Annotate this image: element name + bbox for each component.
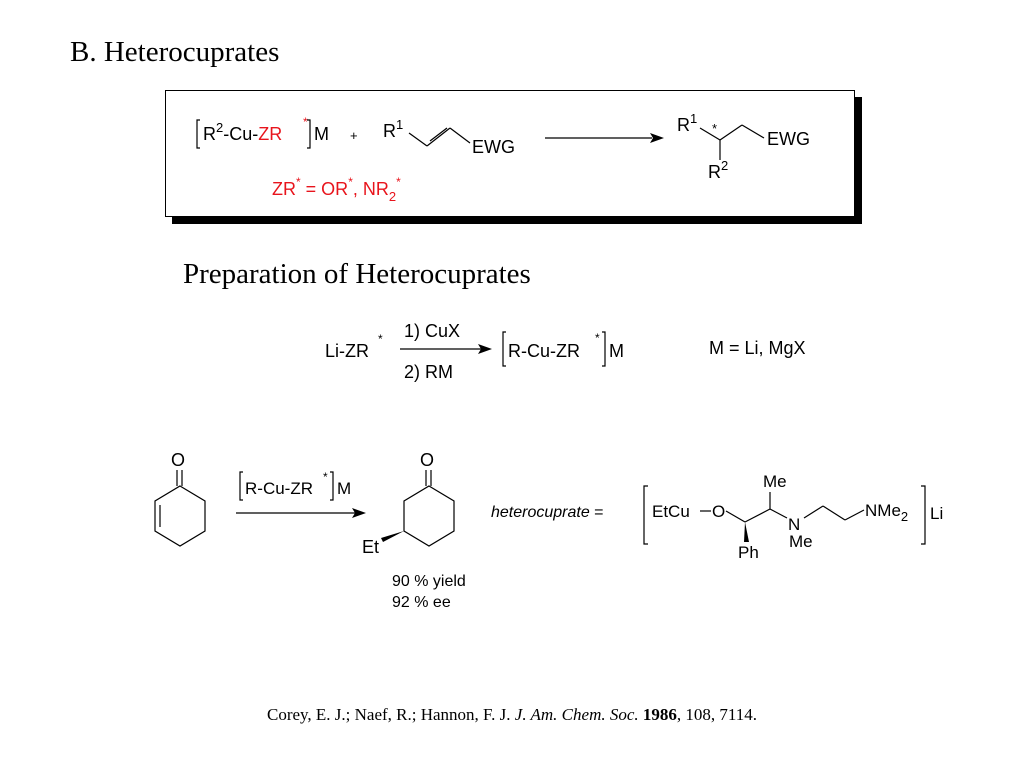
citation-journal: J. Am. Chem. Soc.	[514, 705, 639, 724]
svg-text:1) CuX: 1) CuX	[404, 321, 460, 341]
svg-text:M: M	[314, 124, 329, 144]
svg-text:*: *	[378, 332, 383, 346]
svg-text:Li: Li	[930, 504, 943, 523]
citation-year: 1986	[642, 705, 677, 724]
svg-text:EtCu: EtCu	[652, 502, 690, 521]
svg-text:Et: Et	[362, 537, 379, 557]
svg-text:Ph: Ph	[738, 543, 759, 562]
svg-text:*: *	[323, 470, 328, 484]
svg-text:R-Cu-ZR: R-Cu-ZR	[508, 341, 580, 361]
svg-text:*: *	[595, 331, 600, 345]
svg-text:*: *	[712, 121, 717, 136]
scheme1-reagent: R2-Cu-ZR * M	[196, 115, 329, 149]
svg-text:2) RM: 2) RM	[404, 362, 453, 382]
svg-text:Me: Me	[789, 532, 813, 551]
plus-sign: +	[350, 128, 358, 143]
svg-text:R2: R2	[708, 158, 728, 182]
svg-text:M: M	[609, 341, 624, 361]
svg-text:O: O	[420, 450, 434, 470]
citation-authors: Corey, E. J.; Naef, R.; Hannon, F. J.	[266, 705, 515, 724]
page-title: B. Heterocuprates	[70, 36, 280, 68]
svg-text:Me: Me	[763, 472, 787, 491]
citation-volume-pages: , 108, 7114.	[676, 705, 758, 724]
svg-text:M = Li, MgX: M = Li, MgX	[709, 338, 806, 358]
svg-text:N: N	[788, 515, 800, 534]
scheme2: Li-ZR * 1) CuX 2) RM R-Cu-ZR * M M = Li,…	[325, 321, 806, 382]
svg-text:EWG: EWG	[767, 129, 810, 149]
svg-text:R1: R1	[383, 117, 403, 141]
svg-text:NMe2: NMe2	[865, 501, 908, 524]
citation: Corey, E. J.; Naef, R.; Hannon, F. J. J.…	[0, 705, 1024, 725]
svg-text:R2-Cu-ZR: R2-Cu-ZR	[203, 120, 282, 144]
svg-text:R-Cu-ZR: R-Cu-ZR	[245, 479, 313, 498]
product-cyclohexanone: O Et 90 % yield 92 % ee	[362, 450, 466, 611]
scheme3-reagent: R-Cu-ZR * M	[236, 470, 366, 518]
svg-text:heterocuprate =: heterocuprate =	[491, 504, 604, 521]
heterocuprate-structure: heterocuprate = EtCu O Ph Me N Me NMe2 L…	[491, 472, 943, 562]
cyclohexenone: O	[154, 450, 206, 547]
scheme-box	[165, 90, 855, 217]
svg-text:EWG: EWG	[472, 137, 515, 157]
scheme1-arrowhead	[650, 133, 664, 143]
svg-text:O: O	[171, 450, 185, 470]
svg-text:*: *	[303, 115, 308, 129]
scheme1-substrate: R1 EWG	[383, 117, 515, 157]
scheme1-product: R1 * EWG R2	[677, 111, 810, 182]
svg-text:M: M	[337, 479, 351, 498]
zr-definition: ZR* = OR*, NR2*	[272, 175, 401, 204]
svg-text:Li-ZR: Li-ZR	[325, 341, 369, 361]
svg-text:O: O	[712, 502, 725, 521]
section-subtitle: Preparation of Heterocuprates	[183, 258, 531, 290]
svg-text:92 % ee: 92 % ee	[392, 594, 451, 611]
svg-text:R1: R1	[677, 111, 697, 135]
svg-text:90 % yield: 90 % yield	[392, 573, 466, 590]
